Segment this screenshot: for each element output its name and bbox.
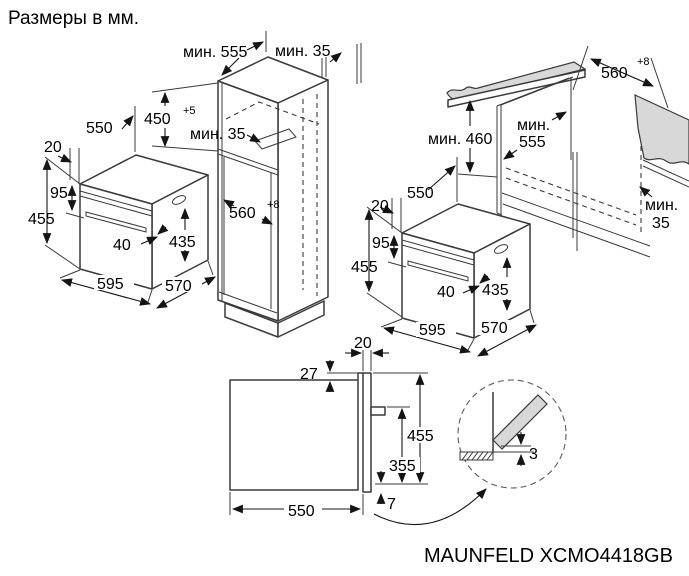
dim-undercounter-min-height: мин. 460 — [428, 131, 492, 148]
dim-undercounter-min-depth-word: мин. — [517, 117, 550, 134]
niche-side-panel — [496, 76, 574, 216]
oven-handle — [85, 211, 147, 233]
floor-hatching — [459, 451, 494, 461]
dim-cabinet-min-depth: мин. 555 — [183, 44, 247, 61]
dim-side-bottom-gap: 7 — [387, 496, 396, 513]
oven-front-face — [401, 232, 475, 339]
under-counter-view: мин. 460 мин. 555 560 +8 мин. 35 — [428, 45, 689, 258]
cabinet-interior-lines — [217, 83, 320, 314]
handle-profile — [370, 406, 386, 416]
cabinet-front-face — [217, 80, 279, 322]
dim-right-door-height: 435 — [482, 282, 509, 299]
dim-left-front-offset: 20 — [44, 139, 62, 156]
base-cabinet-lines — [501, 128, 651, 258]
left-oven-view: 550 20 95 455 40 435 595 570 — [28, 106, 216, 309]
dim-niche-height-tolerance: +5 — [183, 105, 196, 117]
oven-body-profile — [229, 379, 359, 491]
dim-right-top-depth: 550 — [407, 185, 434, 202]
tall-cabinet-view: мин. 555 мин. 35 450 +5 мин. 35 560 +8 — [144, 31, 362, 338]
dim-undercounter-back-gap-value: 35 — [652, 215, 670, 232]
page-title: Размеры в мм. — [8, 8, 139, 29]
cabinet-plinth — [224, 300, 325, 338]
vent-gap-box — [254, 128, 297, 150]
oven-handle — [407, 260, 469, 282]
dim-undercounter-niche-width-tolerance: +8 — [637, 56, 650, 68]
detail-circle — [457, 379, 567, 489]
dim-cabinet-min-top-gap: мин. 35 — [275, 43, 331, 60]
dim-undercounter-niche-width: 560 — [601, 65, 628, 82]
dim-side-top-protrusion: 27 — [300, 366, 318, 383]
dim-left-door-height: 435 — [169, 234, 196, 251]
cabinet-dimension-lines — [151, 31, 362, 225]
dim-side-handle-height: 355 — [389, 458, 416, 475]
oven-front-face — [79, 183, 153, 290]
dim-undercounter-back-gap-word: мин. — [645, 197, 678, 214]
model-label: MAUNFELD XCMO4418GB — [424, 545, 673, 567]
detail-dimension-lines — [493, 432, 534, 466]
dim-niche-height: 450 — [144, 111, 171, 128]
dim-left-height: 455 — [28, 211, 55, 228]
oven-door-profile — [362, 372, 372, 493]
dim-left-handle-clearance: 40 — [113, 237, 131, 254]
dim-left-body-depth: 570 — [165, 278, 192, 295]
left-oven-dimension-lines — [42, 106, 216, 309]
oven-front-details — [79, 190, 187, 233]
dim-right-panel-height: 95 — [372, 235, 390, 252]
dim-left-top-depth: 550 — [86, 120, 113, 137]
right-oven-view: 550 20 95 455 40 435 595 570 — [351, 157, 537, 357]
dim-right-front-offset: 20 — [371, 198, 389, 215]
adjacent-countertop — [634, 94, 689, 165]
dim-undercounter-min-depth-value: 555 — [519, 134, 546, 151]
dim-cabinet-niche-width: 560 — [229, 205, 256, 222]
dim-side-door-thickness: 20 — [354, 335, 372, 352]
dim-right-handle-clearance: 40 — [437, 284, 455, 301]
oven-front-details — [401, 239, 509, 282]
detail-circle-view: 3 — [373, 379, 567, 526]
side-grip-slot — [171, 195, 187, 205]
open-door-section — [492, 394, 548, 450]
dim-side-depth: 550 — [288, 503, 315, 520]
dim-left-width: 595 — [97, 276, 124, 293]
right-oven-dimension-lines — [364, 157, 537, 357]
dim-left-panel-height: 95 — [50, 185, 68, 202]
dim-right-height: 455 — [351, 259, 378, 276]
dim-side-height: 455 — [407, 428, 434, 445]
under-counter-dimension-lines — [457, 45, 669, 198]
dim-right-body-depth: 570 — [481, 320, 508, 337]
detail-leader-arrow — [373, 488, 487, 526]
dim-right-width: 595 — [419, 322, 446, 339]
side-profile-view: 20 27 455 355 7 550 — [229, 335, 439, 520]
dim-detail-floor-gap: 3 — [529, 446, 538, 463]
dim-cabinet-niche-width-tolerance: +8 — [267, 199, 280, 211]
side-grip-slot — [493, 244, 509, 254]
dim-cabinet-min-shelf-gap: мин. 35 — [190, 126, 246, 143]
countertop-edge — [447, 69, 586, 108]
